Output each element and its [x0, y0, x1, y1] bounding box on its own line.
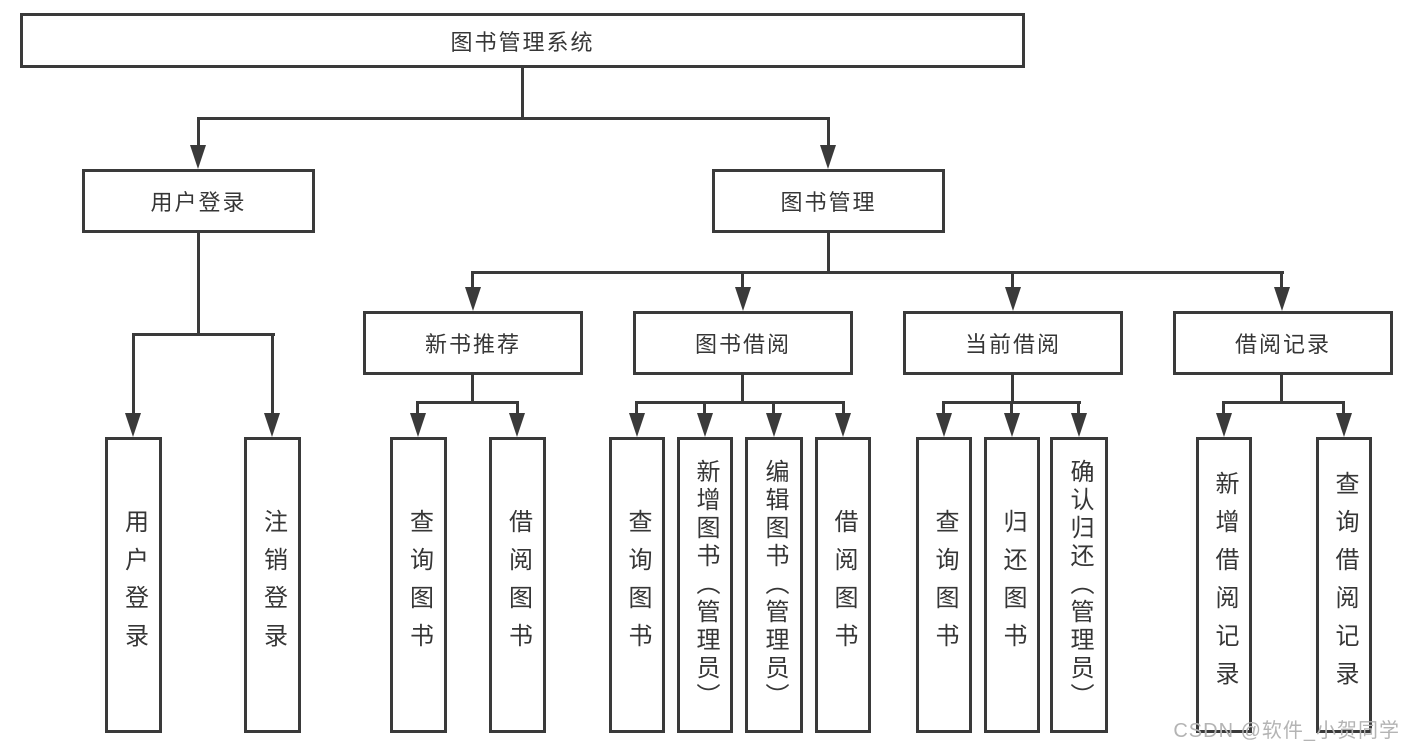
connector	[1280, 272, 1283, 289]
connector	[1010, 403, 1013, 415]
arrowhead	[465, 287, 481, 311]
connector	[1077, 403, 1080, 415]
connector	[197, 118, 200, 147]
arrowhead	[820, 145, 836, 169]
connector	[741, 272, 744, 289]
arrowhead	[509, 413, 525, 437]
node-borrowing-records: 借阅记录	[1173, 311, 1393, 375]
node-book-borrowing: 图书借阅	[633, 311, 853, 375]
connector	[635, 403, 638, 415]
node-current-borrowing: 当前借阅	[903, 311, 1123, 375]
arrowhead	[1216, 413, 1232, 437]
connector	[271, 334, 274, 415]
arrowhead	[735, 287, 751, 311]
arrowhead	[190, 145, 206, 169]
arrowhead	[697, 413, 713, 437]
connector	[471, 375, 474, 403]
connector	[942, 403, 945, 415]
connector	[516, 403, 519, 415]
node-book-management: 图书管理	[712, 169, 945, 233]
leaf-user-login: 用户登录	[105, 437, 162, 733]
connector	[197, 117, 830, 120]
connector	[197, 233, 200, 336]
connector	[741, 375, 744, 403]
arrowhead	[1071, 413, 1087, 437]
arrowhead	[1004, 413, 1020, 437]
node-new-book-recommendation: 新书推荐	[363, 311, 583, 375]
connector	[416, 403, 419, 415]
arrowhead	[1274, 287, 1290, 311]
leaf-confirm-return-admin: 确认归还（管理员）	[1050, 437, 1108, 733]
arrowhead	[629, 413, 645, 437]
connector	[827, 233, 830, 273]
leaf-borrow-book-borrowing: 借阅图书	[815, 437, 871, 733]
csdn-watermark: CSDN @软件_小贺同学	[1173, 720, 1400, 742]
connector	[1280, 375, 1283, 403]
leaf-add-book-admin: 新增图书（管理员）	[677, 437, 733, 733]
connector	[132, 334, 135, 415]
arrowhead	[264, 413, 280, 437]
connector	[827, 118, 830, 147]
connector	[635, 401, 845, 404]
leaf-query-book-current: 查询图书	[916, 437, 972, 733]
leaf-borrow-book-recommend: 借阅图书	[489, 437, 546, 733]
arrowhead	[410, 413, 426, 437]
connector	[842, 403, 845, 415]
connector	[521, 68, 524, 119]
connector	[1011, 375, 1014, 403]
connector	[1222, 401, 1345, 404]
leaf-query-borrow-record: 查询借阅记录	[1316, 437, 1372, 733]
leaf-query-book-recommend: 查询图书	[390, 437, 447, 733]
leaf-edit-book-admin: 编辑图书（管理员）	[745, 437, 803, 733]
leaf-logout: 注销登录	[244, 437, 301, 733]
connector	[1011, 272, 1014, 289]
arrowhead	[936, 413, 952, 437]
arrowhead	[1336, 413, 1352, 437]
node-root: 图书管理系统	[20, 13, 1025, 68]
connector	[703, 403, 706, 415]
connector	[1342, 403, 1345, 415]
leaf-query-book-borrowing: 查询图书	[609, 437, 665, 733]
connector	[471, 271, 1284, 274]
arrowhead	[766, 413, 782, 437]
connector	[772, 403, 775, 415]
connector	[1222, 403, 1225, 415]
leaf-add-borrow-record: 新增借阅记录	[1196, 437, 1252, 733]
arrowhead	[1005, 287, 1021, 311]
arrowhead	[125, 413, 141, 437]
leaf-return-book: 归还图书	[984, 437, 1040, 733]
connector	[471, 272, 474, 289]
connector	[416, 401, 519, 404]
arrowhead	[835, 413, 851, 437]
connector	[942, 401, 1081, 404]
node-user-login: 用户登录	[82, 169, 315, 233]
connector	[132, 333, 275, 336]
